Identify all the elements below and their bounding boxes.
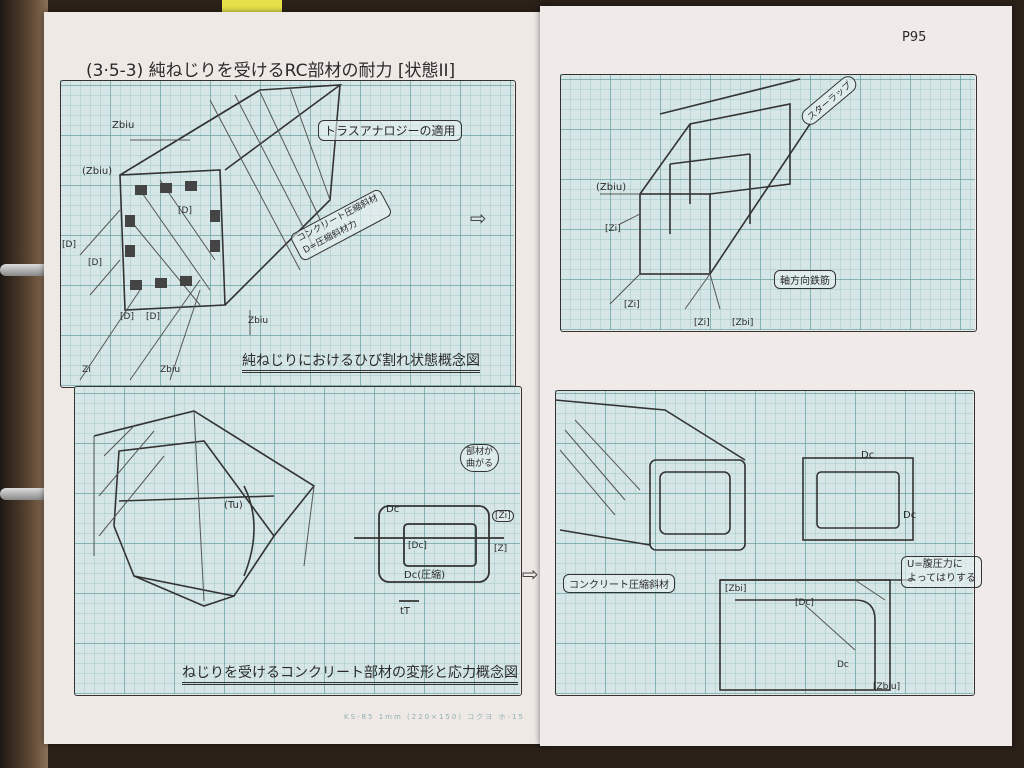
callout-u-line1: U=腹圧力に [907,559,963,570]
label-dc: Dc [837,660,849,670]
label-z: [Z] [494,544,508,554]
figure1-frame [60,80,516,388]
label-zi: [Zi] [605,224,621,234]
arrow-to-right-top: ⇨ [470,206,487,230]
label-d: [D] [146,312,160,322]
paper-footer: KS-85 1mm (220×150) コクヨ ホ-15 [344,713,525,721]
callout-truss-analogy: トラスアナロジーの適用 [318,120,462,141]
label-d: [D] [88,258,102,268]
label-zbiu-paren: (Zbiu) [82,166,113,177]
left-page: (3·5-3) 純ねじりを受けるRC部材の耐力 [状態II] [44,12,544,744]
label-zbiu-bottom: Zbiu [248,316,269,326]
label-tu: (Tu) [224,500,243,511]
yellow-tab [222,0,282,14]
label-dc-top: Dc [386,504,400,515]
label-zbiu-lower: Zbiu [160,365,181,375]
label-tt: tT [400,606,411,617]
label-dc-compression: Dc(圧縮) [404,570,446,581]
arrow-to-right-bottom: ⇨ [522,562,539,586]
label-zi: [Zi] [492,510,514,522]
label-dc: Dc [861,450,875,461]
label-zbiu: (Zbiu) [596,182,627,193]
callout-member-bends: 部材が 曲がる [460,444,500,472]
callout-u-line2: よってはりする [907,573,976,584]
figure1-crack-sketch [79,84,343,381]
label-zbi: [Zbi] [725,584,747,594]
callout-concrete-strut: コンクリート圧縮斜材 [563,574,675,593]
figure4-grid: Dc Dc [Zbi] [Dc] Dc [Zbiu] コンクリート圧縮斜材 U=… [555,390,982,694]
binder-ring-bottom [0,488,56,500]
label-dc: Dc [903,510,917,521]
callout-longitudinal-bar: 軸方向鉄筋 [774,270,836,289]
figure3-frame [560,74,977,332]
label-zbi: [Zbi] [732,318,754,328]
label-zbiu: [Zbiu] [873,682,901,692]
label-dc-bracket: [Dc] [795,598,814,608]
figure4-strut-sketch [555,399,915,691]
binder-spine [0,0,48,768]
label-d: [D] [120,312,134,322]
figure2-grid: (Tu) Dc Dc(圧縮) [Dc] [Zi] [Z] tT 部材が 曲がる … [74,386,520,694]
label-zi: [Zi] [624,300,640,310]
figure2-frame [74,386,522,696]
label-d: [D] [178,206,192,216]
figure3-reinforcement-sketch [600,78,811,310]
page-number: P95 [902,30,927,45]
right-page: P95 (Zbiu) [Zi] [Zi] [Zi] [Zbi] スターラップ 軸… [540,6,1012,746]
callout-bends-line1: 部材が [466,447,494,457]
figure1-caption: 純ねじりにおけるひび割れ状態概念図 [242,350,480,373]
figure4-frame [555,390,975,696]
figure2-deformation-sketch [93,410,504,607]
callout-u-definition: U=腹圧力に よってはりする [901,556,982,588]
label-dc-bracket: [Dc] [408,541,427,551]
label-zbiu: Zbiu [112,120,135,131]
label-zi: Zi [82,365,91,375]
label-zi: [Zi] [694,318,710,328]
label-d: [D] [62,240,76,250]
binder-ring-top [0,264,56,276]
callout-bends-line2: 曲がる [466,459,494,469]
figure3-grid: (Zbiu) [Zi] [Zi] [Zi] [Zbi] スターラップ 軸方向鉄筋 [560,72,975,330]
figure2-caption: ねじりを受けるコンクリート部材の変形と応力概念図 [182,662,518,685]
figure1-grid: Zbiu (Zbiu) [D] [D] [D] [D] [D] Zbiu Zbi… [60,80,514,386]
